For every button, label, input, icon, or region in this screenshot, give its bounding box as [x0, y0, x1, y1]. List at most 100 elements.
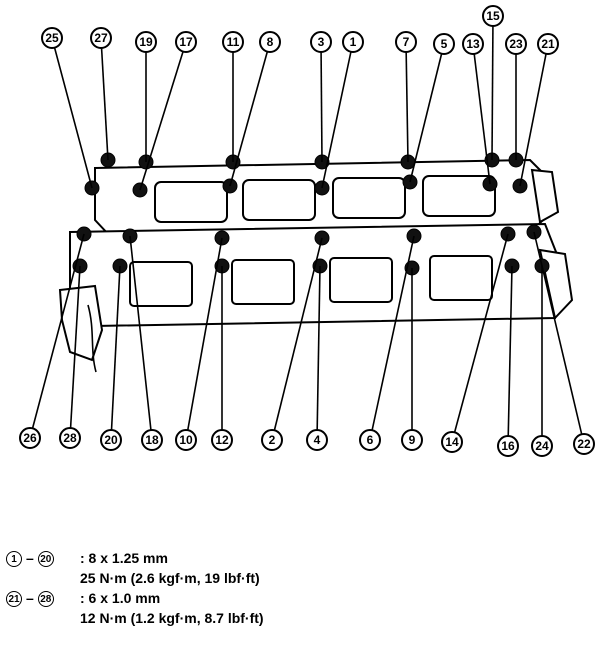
top-callout-15: 15 [482, 5, 504, 27]
callout-number: 10 [179, 433, 193, 447]
leader-line-3 [320, 41, 323, 163]
bottom-callout-6: 6 [359, 429, 381, 451]
callout-number: 16 [501, 439, 515, 453]
leader-line-15 [491, 15, 494, 161]
legend-to-number: 20 [37, 551, 54, 568]
top-callout-23: 23 [505, 33, 527, 55]
callout-number: 19 [139, 35, 153, 49]
callout-circle [19, 427, 41, 449]
callout-circle [141, 429, 163, 451]
cam-bearing-1 [154, 181, 228, 223]
port-1 [129, 261, 193, 307]
callout-circle [90, 27, 112, 49]
camshaft-pulley-end [530, 168, 560, 224]
callout-number: 22 [577, 437, 591, 451]
callout-number: 4 [314, 433, 321, 447]
leader-line-4 [316, 265, 321, 441]
callout-number: 28 [63, 431, 77, 445]
callout-circle [222, 31, 244, 53]
callout-circle [462, 33, 484, 55]
leader-line-25 [51, 37, 93, 189]
callout-circle [211, 429, 233, 451]
bottom-callout-18: 18 [141, 429, 163, 451]
callout-circle [482, 5, 504, 27]
legend-dash: – [26, 550, 34, 566]
callout-number: 7 [403, 35, 410, 49]
leader-line-16 [507, 265, 513, 447]
callout-number: 18 [145, 433, 159, 447]
callout-circle [175, 429, 197, 451]
top-callout-25: 25 [41, 27, 63, 49]
callout-circle [433, 33, 455, 55]
bottom-callout-26: 26 [19, 427, 41, 449]
leader-line-5 [409, 43, 445, 183]
callout-number: 26 [23, 431, 37, 445]
leader-line-26 [29, 233, 85, 439]
leader-line-13 [472, 43, 491, 185]
bottom-callout-12: 12 [211, 429, 233, 451]
legend-from-number: 21 [6, 591, 22, 608]
legend-range-1-20: 1–20 [6, 548, 80, 568]
leader-line-27 [100, 37, 109, 161]
callout-circle [537, 33, 559, 55]
bolt-spec-legend: 1–20: 8 x 1.25 mm 25 N·m (2.6 kgf·m, 19 … [6, 548, 426, 628]
callout-circle [359, 429, 381, 451]
top-callout-13: 13 [462, 33, 484, 55]
leader-line-22 [533, 231, 585, 445]
callout-number: 8 [267, 35, 274, 49]
legend-to-number: 28 [37, 591, 54, 608]
callout-circle [342, 31, 364, 53]
callout-number: 9 [409, 433, 416, 447]
top-callout-19: 19 [135, 31, 157, 53]
callout-number: 6 [367, 433, 374, 447]
bottom-callout-4: 4 [306, 429, 328, 451]
callout-circle [175, 31, 197, 53]
callout-number: 5 [441, 37, 448, 51]
callout-number: 15 [486, 9, 500, 23]
callout-circle [531, 435, 553, 457]
leader-line-18 [129, 235, 153, 441]
legend-range-21-28: 21–28 [6, 588, 80, 608]
top-callout-21: 21 [537, 33, 559, 55]
legend-dash: – [26, 590, 34, 606]
callout-circle [441, 431, 463, 453]
callout-number: 1 [350, 35, 357, 49]
bottom-callout-14: 14 [441, 431, 463, 453]
legend-row-8mm: 1–20: 8 x 1.25 mm [6, 548, 426, 568]
port-2 [231, 259, 295, 305]
leader-line-14 [451, 233, 509, 443]
callout-circle [259, 31, 281, 53]
callout-circle [59, 427, 81, 449]
callout-circle [261, 429, 283, 451]
bottom-callout-2: 2 [261, 429, 283, 451]
callout-number: 14 [445, 435, 459, 449]
bottom-callout-22: 22 [573, 433, 595, 455]
leader-line-21 [519, 43, 549, 187]
callout-number: 27 [94, 31, 108, 45]
leader-lines [29, 15, 585, 447]
leader-line-8 [229, 41, 271, 187]
callout-number: 20 [104, 433, 118, 447]
legend-spec-8mm: : 8 x 1.25 mm [80, 550, 168, 566]
bottom-callout-16: 16 [497, 435, 519, 457]
port-4 [429, 255, 493, 301]
bottom-callout-9: 9 [401, 429, 423, 451]
leader-line-6 [369, 235, 415, 441]
bottom-callout-20: 20 [100, 429, 122, 451]
hose-line [87, 304, 97, 373]
callout-circle [401, 429, 423, 451]
bottom-callout-10: 10 [175, 429, 197, 451]
port-3 [329, 257, 393, 303]
callout-circle [395, 31, 417, 53]
callout-number: 13 [466, 37, 480, 51]
callout-number: 23 [509, 37, 523, 51]
cam-bearing-4 [422, 175, 496, 217]
callout-circle [505, 33, 527, 55]
cam-bearing-2 [242, 179, 316, 221]
callout-circle [306, 429, 328, 451]
top-callout-17: 17 [175, 31, 197, 53]
leader-line-17 [139, 41, 187, 191]
leader-line-10 [185, 237, 223, 441]
callout-number: 12 [215, 433, 229, 447]
